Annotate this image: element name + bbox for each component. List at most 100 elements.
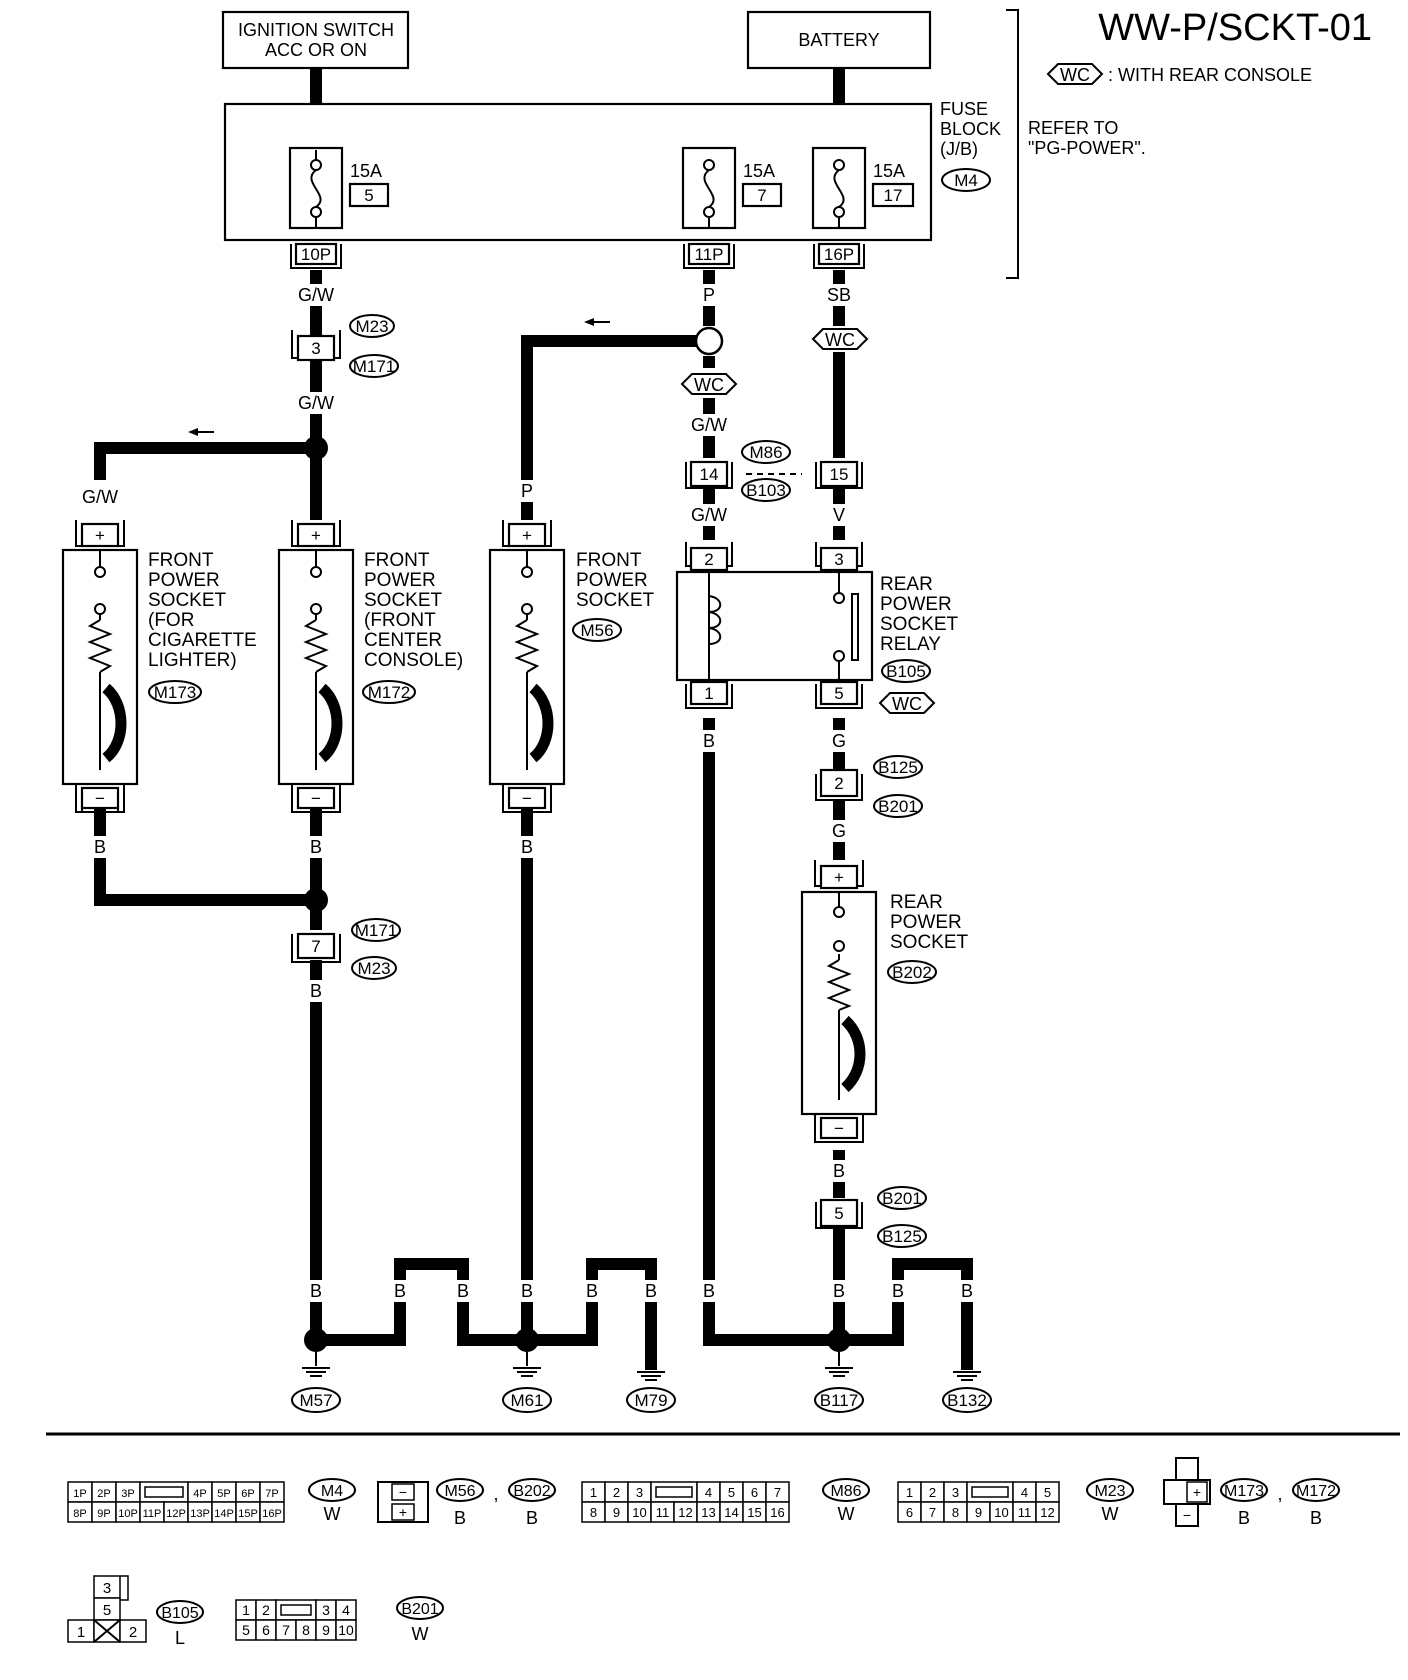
connector-m86-b103: 14 15 M86 B103 [685,440,863,502]
wire-b-2: B [310,837,322,857]
b201-pin: 1 [242,1602,250,1618]
b105-pin: 3 [103,1580,111,1597]
m23-pin: 5 [1044,1485,1051,1500]
wire-labels: G/W G/W G/W P SB P G/W G/W V B G G B B B… [78,284,977,1302]
conn-b105: B105 [886,662,926,681]
socket-center-label-2: POWER [364,570,436,591]
m173-plus: + [1193,1484,1201,1500]
connector-m171-m23-pin7: 7 M171 M23 [291,918,401,980]
wire-b-11: B [645,1281,657,1301]
socket-front-label-2: POWER [576,570,648,591]
b105-id: B105 [161,1605,198,1622]
m4-pin: 3P [121,1488,134,1500]
conn-b202: B202 [892,963,932,982]
terminal-11p: 11P [695,245,724,264]
m4-pin: 6P [241,1488,254,1500]
fuse-17-num: 17 [884,186,903,205]
pin-7: 7 [311,937,320,956]
socket-center-plus: + [311,526,321,545]
m56-id: M56 [444,1483,475,1500]
b105-pin: 5 [103,1602,111,1619]
wire-b-6: B [310,1281,322,1301]
terminal-10p: 10P [301,245,331,264]
pin-14: 14 [700,465,719,484]
conn-b201-b: B201 [882,1189,922,1208]
rear-socket-minus: − [834,1119,844,1138]
m86-pin: 4 [705,1485,712,1500]
b201-pin: 6 [262,1622,270,1638]
b201-pin: 5 [242,1622,250,1638]
ground-m61: M61 [510,1391,543,1410]
rear-power-socket: + − REAR POWER SOCKET B202 [800,860,969,1143]
conn-b125-b: B125 [882,1227,922,1246]
wire-b-5: B [833,1161,845,1181]
m4-pin: 13P [190,1508,210,1520]
socket-cig-label-3: SOCKET [148,590,227,611]
fuse-block: FUSE BLOCK (J/B) M4 REFER TO "PG-POWER".… [223,9,1146,279]
socket-center-label-1: FRONT [364,550,430,571]
b201-pin: 10 [338,1622,354,1638]
grounds: M57 M61 M79 B117 B132 [291,1352,992,1413]
socket-center-label-5: CENTER [364,630,442,651]
rear-socket-label-1: REAR [890,892,943,913]
ignition-label-1: IGNITION SWITCH [238,20,394,40]
socket-center-label-6: CONSOLE) [364,650,463,671]
b202-color: B [526,1508,538,1528]
b202-id: B202 [513,1483,550,1500]
option-point-p [694,326,724,356]
splice-b-front [304,888,328,912]
m172-color: B [1310,1508,1322,1528]
relay-label-3: SOCKET [880,614,959,635]
wc-tag-p: WC [680,373,738,395]
socket-front-label-1: FRONT [576,550,642,571]
conn-m171-a: M171 [353,357,396,376]
b201-pin: 7 [282,1622,290,1638]
m4-pin: 10P [118,1508,138,1520]
m56-plus: + [399,1504,407,1520]
b201-pin: 3 [322,1602,330,1618]
ignition-switch: IGNITION SWITCH ACC OR ON [221,10,410,70]
wire-b-9: B [521,1281,533,1301]
socket-front-plus: + [522,526,532,545]
splice-ground-m61 [515,1328,539,1352]
pin-15: 15 [830,465,849,484]
wire-b-15: B [961,1281,973,1301]
m23-pin: 2 [929,1485,936,1500]
splice-ground-b117 [827,1328,851,1352]
b201-pin: 4 [342,1602,350,1618]
m4-lock-slot [139,1481,189,1503]
b201-pin: 8 [302,1622,310,1638]
ground-b132: B132 [947,1391,987,1410]
socket-cig-label-1: FRONT [148,550,214,571]
relay-pin-5: 5 [834,684,843,703]
pin-3: 3 [311,339,320,358]
m56-minus: − [399,1484,407,1500]
m86-pin: 5 [728,1485,735,1500]
wire-v: V [833,505,845,525]
m23-pin: 9 [975,1505,982,1520]
m86-pin: 6 [751,1485,758,1500]
m173-minus: − [1183,1507,1191,1523]
m4-pin: 1P [73,1488,86,1500]
m23-color: W [1102,1504,1119,1524]
wire-p-2: P [521,481,533,501]
b105-pin: 2 [129,1624,137,1641]
rear-socket-label-3: SOCKET [890,932,969,953]
refer-text-1: REFER TO [1028,118,1118,138]
fuse-17: 15A 17 [811,146,915,230]
conn-m172: M172 [368,683,411,702]
m23-id: M23 [1094,1483,1125,1500]
fuse-5-num: 5 [364,186,373,205]
relay-pin-1: 1 [704,684,713,703]
b105-pin: 1 [77,1624,85,1641]
m86-pin: 11 [656,1505,670,1520]
m4-pin: 4P [193,1488,206,1500]
rear-socket-label-2: POWER [890,912,962,933]
fuse-7-num: 7 [757,186,766,205]
m86-pin: 10 [632,1505,646,1520]
